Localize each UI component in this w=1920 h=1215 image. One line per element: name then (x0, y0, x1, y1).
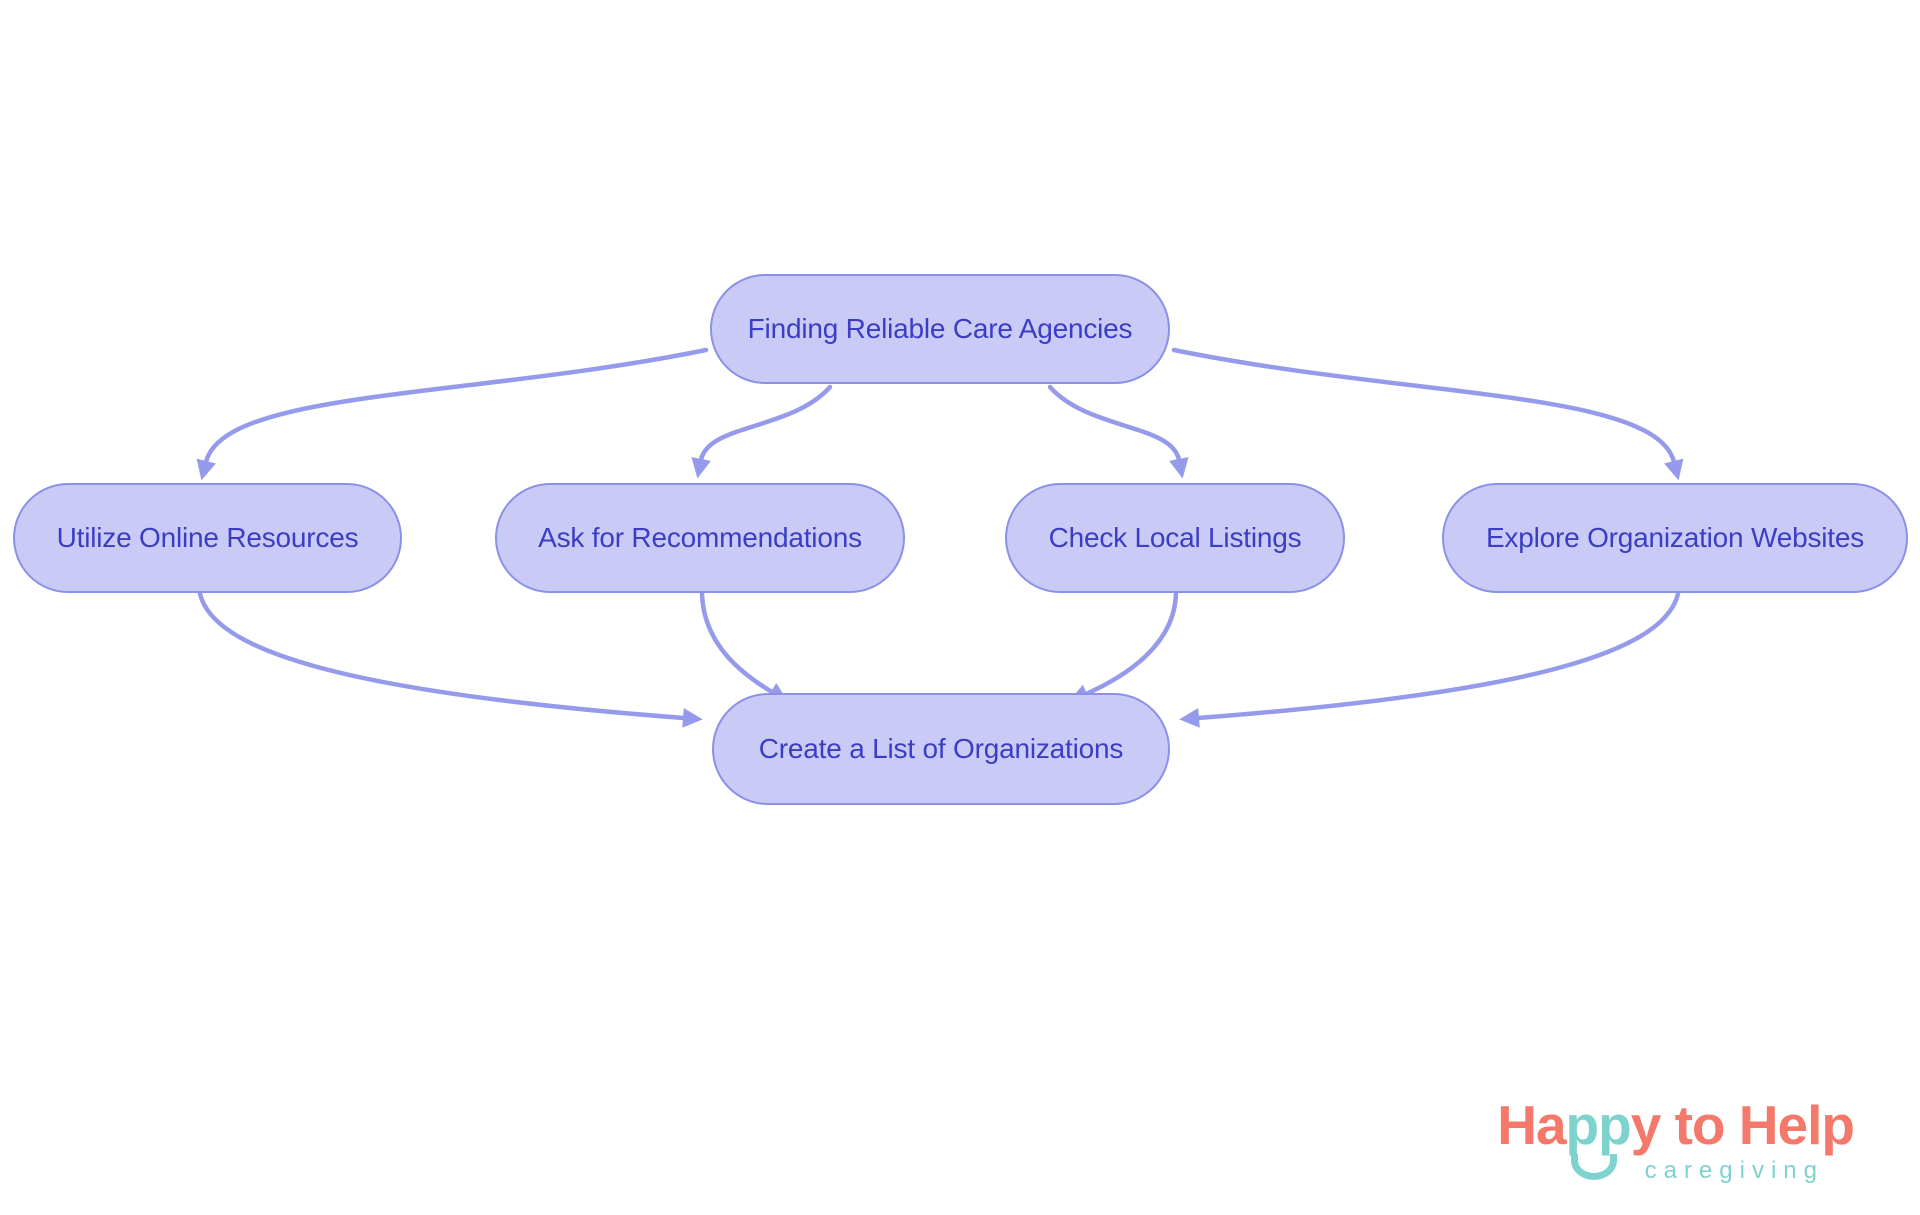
logo-text-pp: pp (1566, 1098, 1632, 1180)
logo-text-pp-letters: pp (1565, 1094, 1632, 1156)
node-ask-for-recommendations: Ask for Recommendations (495, 483, 905, 593)
logo-subtitle: caregiving (1644, 1157, 1824, 1184)
arrow-listings-to-create (1068, 591, 1179, 703)
smile-icon (1570, 1154, 1617, 1180)
arrow-top-to-recommendations (691, 384, 833, 479)
arrow-utilize-to-create (197, 591, 703, 728)
logo-text-y-to-help: y to Help (1630, 1094, 1855, 1156)
node-explore-organization-websites: Explore Organization Websites (1442, 483, 1908, 593)
node-finding-reliable-care-agencies: Finding Reliable Care Agencies (710, 274, 1170, 384)
logo-text-ha: Ha (1497, 1094, 1566, 1156)
node-utilize-online-resources: Utilize Online Resources (13, 483, 402, 593)
arrow-top-to-websites (1171, 347, 1684, 481)
arrow-top-to-listings (1047, 384, 1189, 479)
arrow-websites-to-create (1179, 591, 1681, 728)
arrow-top-to-utilize (196, 347, 709, 481)
node-create-a-list-of-organizations: Create a List of Organizations (712, 693, 1170, 805)
node-check-local-listings: Check Local Listings (1005, 483, 1345, 593)
arrow-recommendations-to-create (699, 591, 789, 702)
